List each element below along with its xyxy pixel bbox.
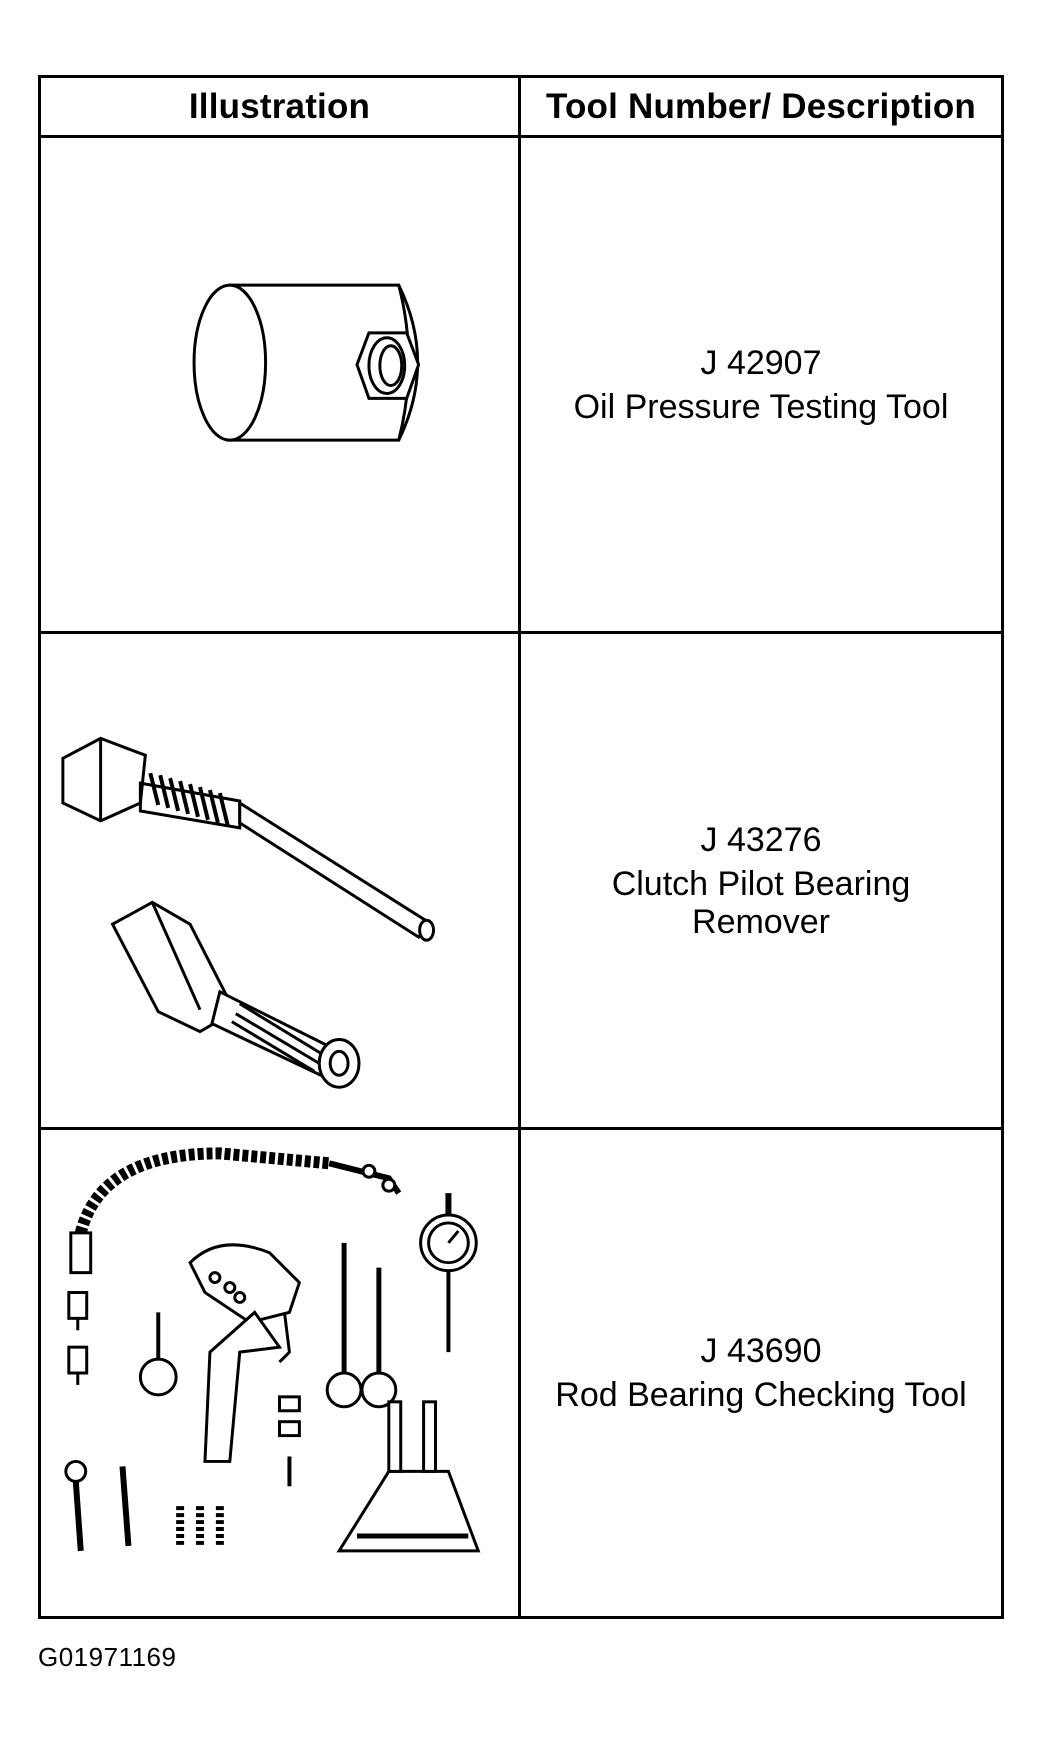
header-tool-description: Tool Number/ Description	[545, 86, 976, 126]
header-illustration: Illustration	[41, 78, 521, 135]
table-header-row: Illustration Tool Number/ Description	[41, 78, 1001, 138]
table-row: J 43690 Rod Bearing Checking Tool	[41, 1130, 1001, 1616]
tool-number: J 42907	[700, 343, 822, 382]
tool-description-cell: J 43276 Clutch Pilot Bearing Remover	[521, 634, 1001, 1127]
oil-pressure-socket-illustration	[41, 138, 521, 631]
clutch-pilot-bearing-remover-illustration	[41, 634, 521, 1127]
tool-table: Illustration Tool Number/ Description J …	[38, 75, 1004, 1619]
tool-name: Oil Pressure Testing Tool	[573, 387, 949, 426]
table-row: J 43276 Clutch Pilot Bearing Remover	[41, 634, 1001, 1130]
tool-description-cell: J 43690 Rod Bearing Checking Tool	[521, 1130, 1001, 1616]
figure-id: G01971169	[38, 1642, 177, 1672]
tool-number: J 43276	[700, 820, 822, 859]
tool-name: Clutch Pilot Bearing Remover	[611, 864, 911, 941]
tool-name: Rod Bearing Checking Tool	[555, 1376, 967, 1414]
tool-number: J 43690	[700, 1332, 822, 1370]
table-row: J 42907 Oil Pressure Testing Tool	[41, 138, 1001, 634]
tool-description-cell: J 42907 Oil Pressure Testing Tool	[521, 138, 1001, 631]
rod-bearing-checking-kit-illustration	[41, 1130, 521, 1616]
